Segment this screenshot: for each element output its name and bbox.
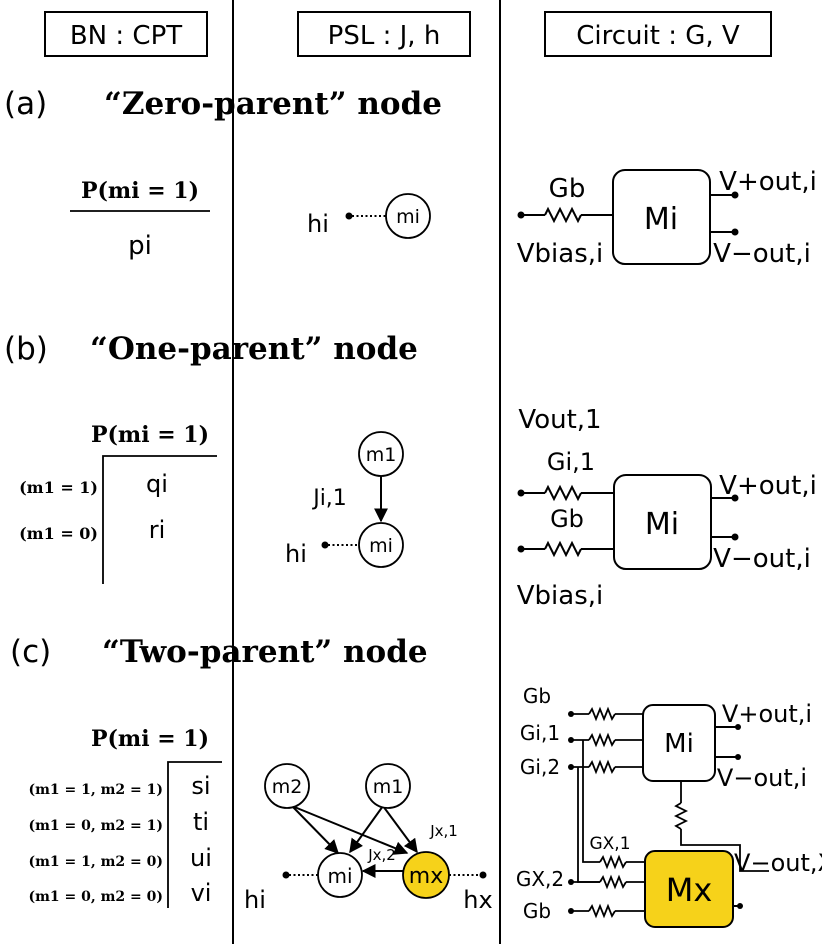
circuit-b-block — [613, 474, 712, 570]
circuit-c-gx1: GX,1 — [589, 834, 630, 854]
cpt-c-value-3: ui — [190, 844, 212, 872]
psl-c-node-m1-label: m1 — [373, 776, 404, 798]
cpt-two-parent: P(mi = 1) (m1 = 1, m2 = 1) si (m1 = 0, m… — [28, 726, 222, 908]
header-psl: PSL : J, h — [297, 11, 471, 57]
cpt-b-header: P(mi = 1) — [91, 422, 209, 448]
psl-c-node-mx-label: mx — [409, 864, 443, 889]
cpt-c-cond-1: (m1 = 1, m2 = 1) — [28, 782, 163, 798]
circuit-c-vminus-x: V−out,X — [734, 849, 822, 877]
circuit-a-block-label: Mi — [644, 202, 678, 237]
psl-c-bias-i: hi — [244, 886, 266, 914]
psl-b-node-label: mi — [369, 535, 393, 557]
circuit-b-vbias: Vbias,i — [517, 581, 603, 611]
cpt-one-parent: P(mi = 1) (m1 = 1) qi (m1 = 0) ri — [19, 422, 217, 584]
circuit-c-gb-bottom: Gb — [523, 899, 551, 923]
psl-a-bias-label: hi — [307, 210, 329, 238]
psl-b-parent-label: m1 — [366, 444, 397, 466]
circuit-c-block-x — [644, 850, 734, 928]
cpt-c-cond-2: (m1 = 0, m2 = 1) — [28, 818, 163, 834]
circuit-b-vminus: V−out,i — [713, 544, 811, 574]
circuit-one-parent: Vout,1 Gi,1 Gb Mi Vbias,i V+out,i V−out,… — [517, 405, 817, 611]
section-b-letter: (b) — [4, 331, 48, 367]
circuit-b-vplus: V+out,i — [719, 471, 817, 501]
cpt-a-value: pi — [128, 231, 152, 261]
psl-c-node-m2 — [264, 763, 310, 809]
cpt-b-value-2: ri — [149, 516, 166, 544]
circuit-c-gx2: GX,2 — [516, 867, 564, 891]
section-b-title: “One-parent” node — [90, 331, 418, 367]
cpt-a-header: P(mi = 1) — [81, 178, 199, 204]
psl-c-coupling-x2: Jx,2 — [367, 846, 396, 864]
psl-c-node-mi-label: mi — [327, 864, 352, 888]
circuit-a-vminus: V−out,i — [713, 239, 811, 269]
cpt-zero-parent: P(mi = 1) pi — [70, 178, 210, 261]
psl-c-coupling-x1: Jx,1 — [429, 822, 458, 840]
circuit-a-block — [612, 169, 711, 265]
header-bn-cpt: BN : CPT — [44, 11, 208, 57]
psl-two-parent: m2 m1 mi mx Jx,1 Jx,2 hi hx — [244, 763, 493, 914]
circuit-c-gi2: Gi,2 — [520, 755, 560, 779]
circuit-c-block-i — [642, 704, 716, 782]
psl-a-node — [385, 193, 431, 239]
circuit-c-block-i-label: Mi — [664, 729, 694, 759]
psl-zero-parent: hi mi — [307, 193, 431, 239]
cpt-b-cond-2: (m1 = 0) — [19, 524, 98, 543]
circuit-a-vplus: V+out,i — [719, 167, 817, 197]
header-circuit: Circuit : G, V — [544, 11, 772, 57]
cpt-b-cond-1: (m1 = 1) — [19, 478, 98, 497]
psl-c-node-m1 — [365, 763, 411, 809]
header-circuit-label: Circuit : G, V — [576, 21, 740, 51]
cpt-c-value-1: si — [191, 772, 210, 800]
cpt-b-value-1: qi — [146, 470, 168, 498]
circuit-c-block-x-label: Mx — [666, 871, 713, 909]
section-c-title: “Two-parent” node — [102, 634, 428, 670]
circuit-zero-parent: Gb Mi Vbias,i V+out,i V−out,i — [517, 167, 817, 269]
psl-c-bias-x: hx — [463, 886, 492, 914]
circuit-b-coupling-g: Gi,1 — [547, 448, 595, 476]
psl-b-coupling-label: Ji,1 — [311, 486, 347, 511]
section-c-letter: (c) — [10, 634, 51, 670]
circuit-two-parent: Gb Gi,1 Gi,2 Mi V+out,i V−out,i GX,1 — [516, 684, 822, 928]
cpt-c-cond-4: (m1 = 0, m2 = 0) — [28, 889, 163, 905]
section-a-title: “Zero-parent” node — [104, 86, 442, 122]
circuit-c-vplus: V+out,i — [722, 700, 812, 728]
circuit-b-block-label: Mi — [645, 507, 679, 542]
cpt-c-value-4: vi — [191, 879, 212, 907]
circuit-a-conductance: Gb — [549, 174, 586, 204]
circuit-c-gb-top: Gb — [523, 684, 551, 708]
header-psl-label: PSL : J, h — [328, 21, 441, 51]
cpt-c-cond-3: (m1 = 1, m2 = 0) — [28, 854, 163, 870]
section-a-letter: (a) — [4, 86, 47, 122]
circuit-c-vminus: V−out,i — [717, 764, 807, 792]
psl-one-parent: m1 Ji,1 mi hi — [285, 431, 404, 568]
circuit-c-gi1: Gi,1 — [520, 721, 560, 745]
cpt-c-header: P(mi = 1) — [91, 726, 209, 752]
psl-c-node-m2-label: m2 — [272, 776, 303, 798]
circuit-a-vbias: Vbias,i — [517, 239, 603, 269]
circuit-b-vout1: Vout,1 — [518, 405, 601, 435]
psl-a-node-label: mi — [396, 206, 420, 228]
circuit-b-bias-g: Gb — [550, 505, 584, 533]
psl-b-node — [358, 522, 404, 568]
cpt-c-value-2: ti — [193, 808, 209, 836]
header-bn-cpt-label: BN : CPT — [70, 21, 182, 51]
psl-b-bias-label: hi — [285, 540, 307, 568]
